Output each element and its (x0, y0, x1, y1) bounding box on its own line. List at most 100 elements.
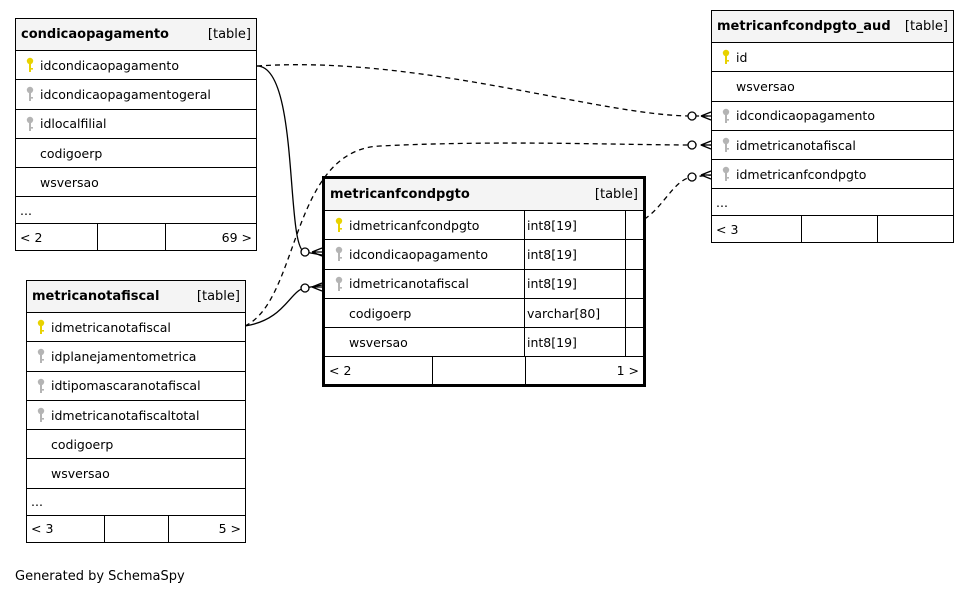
rel-end-circle (687, 111, 697, 121)
footer-spacer (105, 515, 169, 542)
table-type: [table] (594, 187, 638, 202)
column-cell: idcondicaopagamento (712, 102, 953, 130)
column-cell: idplanejamentometrica (27, 342, 245, 370)
column-name: wsversao (40, 174, 99, 190)
column-gap-cell (625, 211, 643, 240)
column-cell: idcondicaopagamentogeral (16, 80, 256, 108)
rel-crowfoot (700, 170, 712, 180)
more-columns: ... (712, 189, 953, 217)
parent-count[interactable]: < 3 (712, 216, 802, 243)
column-cell: idmetricanfcondpgto (325, 211, 524, 239)
primary-key-icon (329, 217, 349, 233)
foreign-key-icon (31, 348, 51, 364)
table-name: metricanotafiscal (32, 289, 160, 304)
column-row[interactable]: idplanejamentometrica (27, 342, 245, 372)
column-row[interactable]: codigoerp (16, 139, 256, 169)
column-cell: idmetricanotafiscal (712, 131, 953, 159)
column-row[interactable]: idlocalfilial (16, 110, 256, 139)
column-row[interactable]: idmetricanfcondpgto (712, 160, 953, 190)
child-count[interactable]: 5 > (218, 521, 241, 537)
foreign-key-icon (20, 116, 40, 132)
column-row[interactable]: idmetricanotafiscaltotal (27, 401, 245, 431)
column-gap-cell (625, 298, 643, 328)
column-name: idmetricanotafiscaltotal (51, 407, 200, 423)
table-name: metricanfcondpgto (330, 187, 470, 202)
rel-end-circle (300, 283, 310, 293)
column-gap-cell (625, 269, 643, 298)
foreign-key-icon (716, 108, 736, 124)
column-row[interactable]: idcondicaopagamento (16, 51, 256, 81)
column-cell: idmetricanotafiscaltotal (27, 401, 245, 429)
column-name: codigoerp (51, 436, 114, 452)
foreign-key-icon (31, 378, 51, 394)
table-header: condicaopagamento [table] (16, 19, 256, 51)
column-cell: wsversao (712, 72, 953, 100)
foreign-key-icon (716, 137, 736, 153)
column-type: int8[19] (524, 269, 625, 298)
primary-key-icon (716, 49, 736, 65)
column-name: codigoerp (349, 305, 412, 321)
column-gap-cell (625, 328, 643, 357)
foreign-key-icon (329, 276, 349, 292)
table-name: metricanfcondpgto_aud (717, 19, 891, 34)
column-name: codigoerp (40, 145, 103, 161)
parent-count[interactable]: < 3 (27, 515, 105, 542)
column-type: varchar[80] (524, 298, 625, 328)
column-row[interactable]: wsversao (16, 168, 256, 198)
parent-count[interactable]: < 2 (325, 357, 433, 385)
table-type: [table] (196, 289, 240, 304)
column-row[interactable]: wsversao (712, 72, 953, 102)
footer-spacer (802, 216, 878, 243)
parent-count[interactable]: < 2 (16, 224, 98, 251)
column-gap-cell (625, 240, 643, 269)
table-metricanotafiscal[interactable]: metricanotafiscal [table] idmetricanotaf… (26, 280, 246, 543)
column-row[interactable]: wsversao (27, 459, 245, 489)
rel-condicaopagamento-to-aud (256, 64, 711, 117)
child-count[interactable]: 1 > (616, 363, 639, 379)
column-type: int8[19] (524, 328, 625, 357)
rel-condicaopagamento-to-metricanfcondpgto (256, 65, 323, 256)
generated-by-label: Generated by SchemaSpy (15, 569, 185, 584)
rel-crowfoot (700, 140, 712, 150)
column-name: wsversao (51, 466, 110, 482)
column-name: wsversao (736, 78, 795, 94)
column-name: idcondicaopagamentogeral (40, 86, 211, 102)
column-cell: wsversao (27, 459, 245, 487)
table-metricanfcondpgto[interactable]: metricanfcondpgto [table] idmetricanfcon… (322, 176, 646, 388)
column-type: int8[19] (524, 240, 625, 269)
column-name: idcondicaopagamento (736, 108, 875, 124)
column-row[interactable]: idcondicaopagamento (712, 102, 953, 131)
column-row[interactable]: id (712, 43, 953, 73)
rel-metricanotafiscal-to-metricanfcondpgto (244, 284, 323, 327)
table-header: metricanfcondpgto_aud [table] (712, 11, 953, 43)
column-cell: idcondicaopagamento (325, 240, 524, 268)
column-name: idcondicaopagamento (40, 57, 179, 73)
child-count[interactable] (878, 216, 953, 242)
column-row[interactable]: idtipomascaranotafiscal (27, 372, 245, 401)
column-cell: idcondicaopagamento (16, 51, 256, 79)
column-row[interactable]: codigoerp varchar[80] (325, 298, 643, 329)
table-metricanfcondpgto-aud[interactable]: metricanfcondpgto_aud [table] id wsversao… (711, 10, 954, 244)
table-type: [table] (904, 19, 948, 34)
column-cell: codigoerp (27, 430, 245, 458)
column-cell: wsversao (16, 168, 256, 196)
column-name: idlocalfilial (40, 116, 107, 132)
column-row[interactable]: idmetricanotafiscal (27, 313, 245, 343)
column-row[interactable]: idmetricanotafiscal (712, 131, 953, 161)
table-footer: < 2 1 > (325, 357, 643, 385)
column-cell: idmetricanfcondpgto (712, 160, 953, 188)
column-cell: idlocalfilial (16, 110, 256, 138)
child-count[interactable]: 69 > (221, 229, 252, 245)
rel-crowfoot (311, 247, 323, 257)
rel-crowfoot (311, 282, 323, 292)
column-row[interactable]: codigoerp (27, 430, 245, 460)
column-row[interactable]: idcondicaopagamentogeral (16, 80, 256, 110)
foreign-key-icon (329, 246, 349, 262)
more-columns: ... (16, 197, 256, 225)
table-condicaopagamento[interactable]: condicaopagamento [table] idcondicaopaga… (15, 18, 257, 252)
column-cell: idmetricanotafiscal (325, 270, 524, 298)
